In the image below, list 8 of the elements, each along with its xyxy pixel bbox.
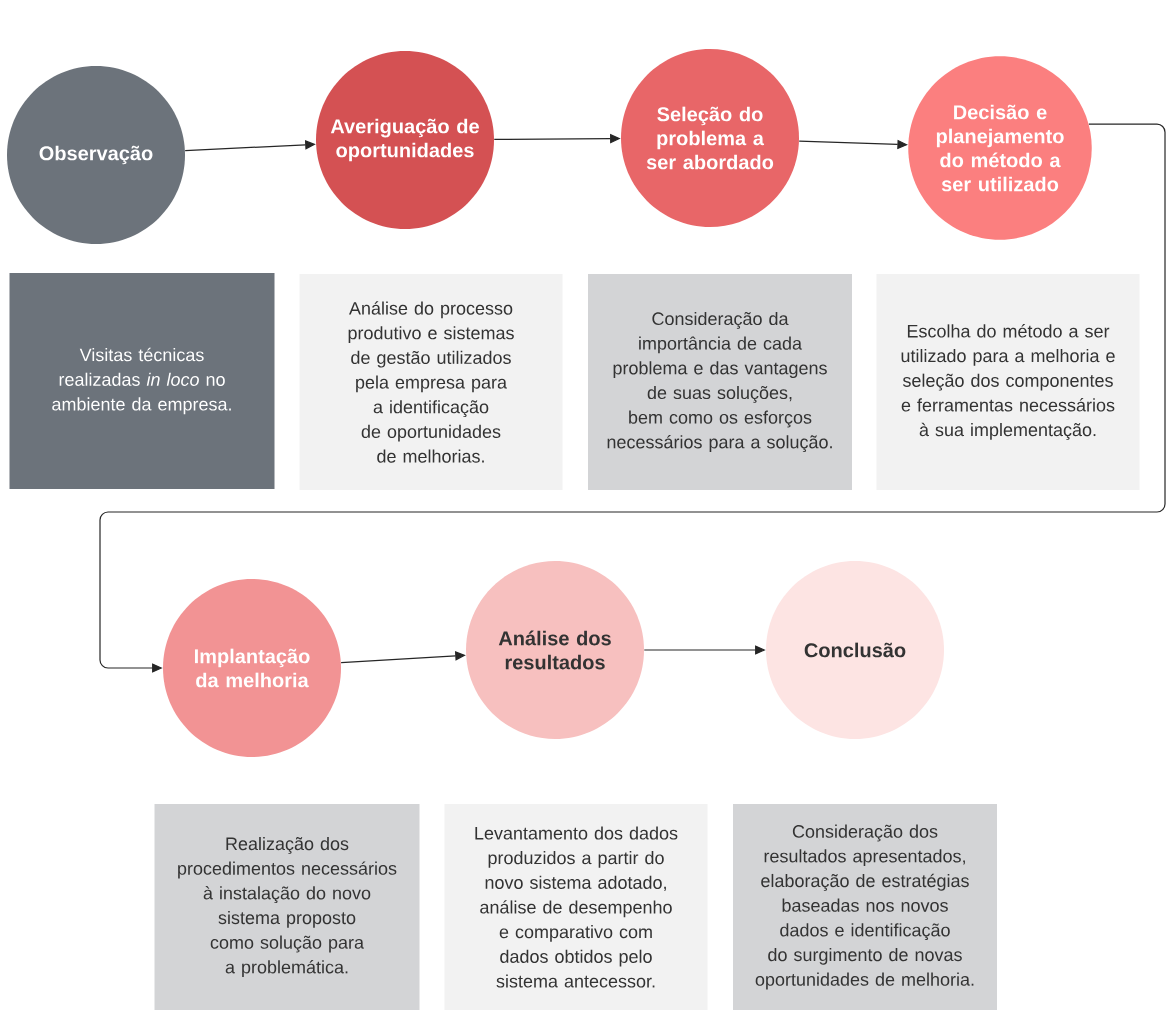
description-box: Realização dos procedimentos necessários à instalação do novo sistema proposto como solução para a problemática. [154, 804, 420, 1010]
description-box: Levantamento dos dados produzidos a partir do novo sistema adotado, análise de desempenho e comparativo com dados obtidos pelo sistema antecessor. [444, 804, 708, 1010]
arrow [99, 123, 1166, 673]
description-box: Consideração da importância de cada problema e das vantagens de suas soluções, bem como os esforços necessários para a solução. [588, 274, 852, 490]
description-box: Visitas técnicas realizadas in loco no ambiente da empresa. [9, 273, 275, 489]
description-box: Análise do processo produtivo e sistemas de gestão utilizados pela empresa para a identificação de oportunidades de melhorias. [299, 274, 563, 490]
description-box: Consideração dos resultados apresentados, elaboração de estratégias baseadas nos novos dados e identificação do surgimento de novas oportunidades de melhoria. [733, 804, 997, 1010]
description-box: Escolha do método a ser utilizado para a melhoria e seleção dos componentes e ferramentas necessários à sua implementação. [876, 274, 1140, 490]
